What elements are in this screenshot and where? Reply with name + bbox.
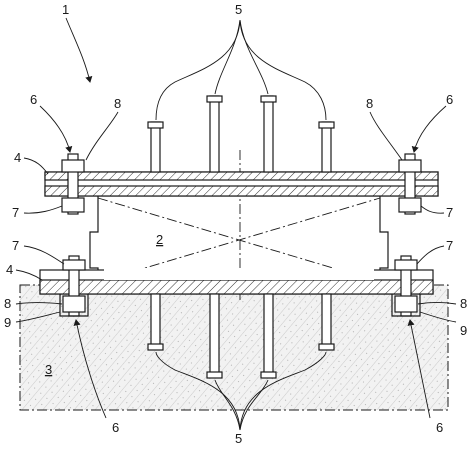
upper-plate [44,171,439,197]
lower-left-bolt [59,255,89,317]
ref-5-top: 5 [235,2,242,17]
ref-8-top-right: 8 [366,96,373,111]
arrows [39,17,447,419]
ref-7-top-right: 7 [446,205,453,220]
ref-6-top-right: 6 [446,92,453,107]
ref-9-right: 9 [460,323,467,338]
ref-4-bottom: 4 [6,262,13,277]
ref-5-bottom: 5 [235,431,242,446]
ref-6-bottom-right: 6 [436,420,443,435]
ref-8-bottom-right: 8 [460,296,467,311]
ref-7-mid-left: 7 [12,238,19,253]
ref-6-top-left: 6 [30,92,37,107]
ref-4-top: 4 [14,150,21,165]
ref-2: 2 [156,232,163,247]
leader-lines-5 [155,19,327,431]
foundation-block [19,284,449,411]
ref-8-bottom-left: 8 [4,296,11,311]
reference-leaders [15,111,457,323]
ref-3: 3 [45,362,52,377]
top-anchors [147,95,335,173]
lower-right-bolt [391,255,421,317]
ref-1: 1 [62,2,69,17]
lower-plate [39,268,434,295]
ref-9-left: 9 [4,315,11,330]
bottom-anchors [147,293,335,379]
ref-7-top-left: 7 [12,205,19,220]
upper-right-bolt [398,153,422,215]
upper-left-bolt [61,153,85,215]
ref-8-top-left: 8 [114,96,121,111]
ref-6-bottom-left: 6 [112,420,119,435]
ref-7-mid-right: 7 [446,238,453,253]
